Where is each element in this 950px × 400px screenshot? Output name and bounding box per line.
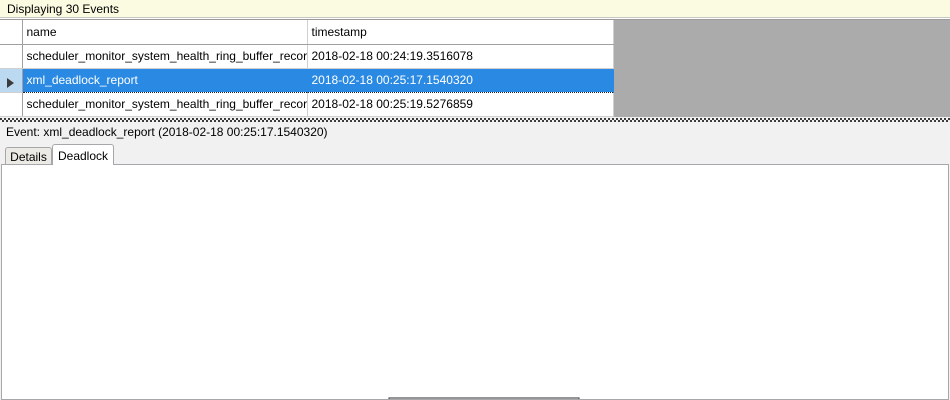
deadlock-graph: Request Mode: S Owner Mode: S Owner Mode… bbox=[388, 397, 580, 400]
row-selector-cell[interactable] bbox=[0, 68, 23, 93]
cell-timestamp[interactable]: 2018-02-18 00:24:19.3516078 bbox=[307, 44, 614, 69]
detail-tabstrip: Details Deadlock bbox=[0, 144, 950, 165]
row-arrow-icon bbox=[7, 78, 15, 88]
row-selector-cell[interactable] bbox=[0, 44, 23, 69]
table-row[interactable]: scheduler_monitor_system_health_ring_buf… bbox=[0, 92, 614, 117]
table-row-selected[interactable]: xml_deadlock_report 2018-02-18 00:25:17.… bbox=[0, 67, 614, 93]
deadlock-graph-canvas[interactable]: Request Mode: S Owner Mode: S Owner Mode… bbox=[1, 164, 949, 400]
cell-timestamp[interactable]: 2018-02-18 00:25:19.5276859 bbox=[307, 92, 614, 117]
column-header-rowselector[interactable] bbox=[0, 20, 23, 45]
column-header-timestamp[interactable]: timestamp bbox=[307, 20, 614, 45]
cell-name[interactable]: scheduler_monitor_system_health_ring_buf… bbox=[22, 92, 308, 117]
cell-name[interactable]: xml_deadlock_report bbox=[21, 67, 308, 93]
cell-timestamp[interactable]: 2018-02-18 00:25:17.1540320 bbox=[307, 67, 614, 93]
column-header-name[interactable]: name bbox=[22, 20, 308, 45]
events-grid-header-row: name timestamp bbox=[0, 20, 614, 45]
events-grid-panel[interactable]: name timestamp scheduler_monitor_system_… bbox=[0, 19, 950, 117]
tab-deadlock[interactable]: Deadlock bbox=[52, 144, 114, 165]
events-grid[interactable]: name timestamp scheduler_monitor_system_… bbox=[0, 20, 614, 117]
row-selector-cell[interactable] bbox=[0, 92, 23, 117]
cell-name[interactable]: scheduler_monitor_system_health_ring_buf… bbox=[22, 44, 308, 69]
event-title-label: Event: xml_deadlock_report (2018-02-18 0… bbox=[6, 125, 328, 139]
horizontal-splitter[interactable] bbox=[0, 117, 950, 122]
events-count-banner: Displaying 30 Events bbox=[0, 0, 950, 18]
events-count-label: Displaying 30 Events bbox=[7, 2, 120, 16]
resource-node-keylock-top[interactable]: Key Lock HoBt ID: 72057594214154240 asso… bbox=[388, 397, 580, 400]
table-row[interactable]: scheduler_monitor_system_health_ring_buf… bbox=[0, 44, 614, 69]
tab-details[interactable]: Details bbox=[5, 147, 52, 165]
event-detail-pane: Event: xml_deadlock_report (2018-02-18 0… bbox=[0, 122, 950, 400]
